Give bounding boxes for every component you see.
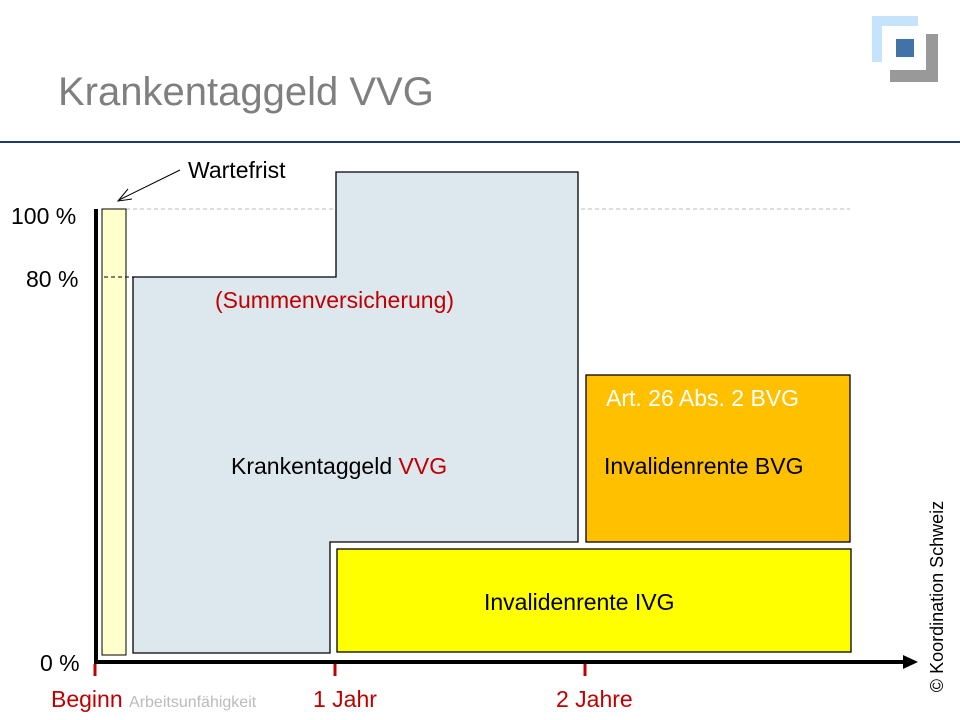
wartefrist-bar	[101, 208, 127, 656]
art-26-label: Art. 26 Abs. 2 BVG	[606, 385, 800, 411]
x-axis-arrow-icon	[903, 655, 918, 669]
beginn-sub-label: Arbeitsunfähigkeit	[129, 694, 257, 711]
jahr1-label: 1 Jahr	[313, 686, 377, 712]
summenversicherung-label: (Summenversicherung)	[215, 287, 455, 313]
ivg-label: Invalidenrente IVG	[484, 589, 675, 615]
wartefrist-label: Wartefrist	[188, 157, 286, 183]
page-title: Krankentaggeld VVG	[58, 70, 434, 114]
arrow-head-icon	[116, 188, 133, 202]
ivg-box	[336, 548, 852, 653]
logo-icon	[872, 16, 938, 82]
ktg-label-vvg: VVG	[398, 453, 448, 479]
ktg-label-prefix: Krankentaggeld	[231, 453, 399, 479]
y-label-100: 100 %	[11, 203, 77, 229]
copyright-label: © Koordination Schweiz	[927, 500, 948, 693]
y-label-0: 0 %	[40, 650, 80, 676]
beginn-label: Beginn	[51, 686, 123, 712]
y-label-80: 80 %	[26, 266, 79, 292]
bvg-box	[585, 374, 851, 543]
ktg-label: Krankentaggeld VVG	[231, 453, 447, 480]
jahr2-label: 2 Jahre	[556, 686, 633, 712]
title-divider	[0, 141, 960, 143]
ktg-area	[132, 171, 579, 654]
bvg-label: Invalidenrente BVG	[604, 453, 804, 479]
wartefrist-arrow	[118, 169, 181, 201]
